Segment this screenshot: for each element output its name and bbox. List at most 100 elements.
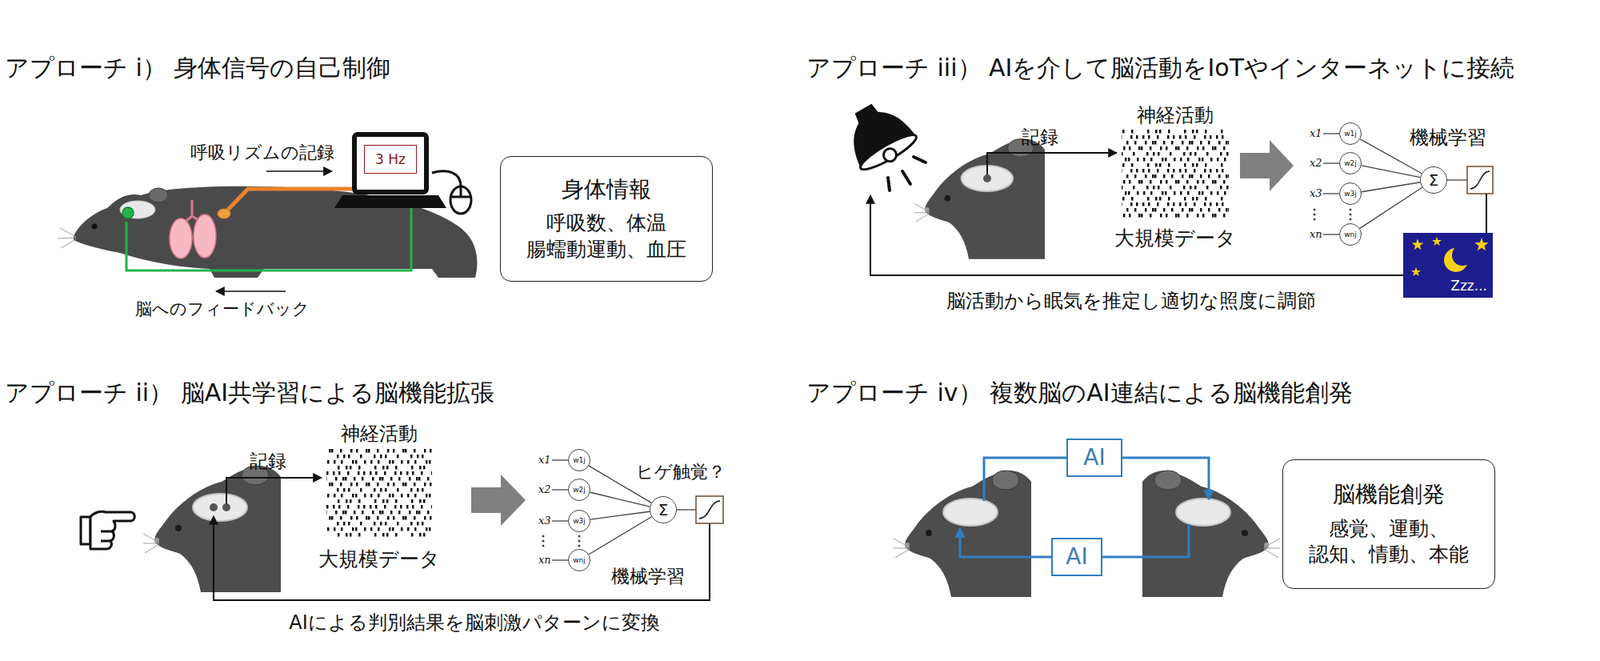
lungs bbox=[169, 200, 216, 259]
block-arrow bbox=[471, 474, 526, 526]
weight-node: w2j bbox=[568, 478, 591, 501]
info-box: 身体情報呼吸数、体温 腸蠕動運動、血圧 bbox=[500, 156, 713, 282]
node-text: wnj bbox=[572, 556, 586, 564]
mouse-silhouette bbox=[73, 186, 477, 278]
input-label: x1 bbox=[1309, 127, 1323, 140]
feedback-wire bbox=[126, 208, 412, 271]
signal-label: 記録 bbox=[249, 450, 287, 473]
feedback-wire bbox=[213, 516, 710, 600]
respiration-sensor bbox=[217, 208, 231, 219]
input-label: x2 bbox=[1309, 156, 1323, 170]
output-line bbox=[1485, 193, 1488, 233]
node-text: wnj bbox=[1344, 231, 1357, 239]
weight-connector bbox=[590, 511, 650, 520]
sum-node: Σ bbox=[649, 496, 677, 524]
mouse-cord bbox=[432, 171, 461, 187]
mouse-head bbox=[914, 139, 1045, 260]
mouse-buttons bbox=[450, 186, 472, 197]
star bbox=[1474, 237, 1488, 251]
weight-node: w3j bbox=[1339, 182, 1362, 205]
moon-shadow bbox=[1452, 244, 1473, 266]
sum-node: Σ bbox=[1420, 166, 1448, 194]
signal-label: 記録 bbox=[1021, 126, 1059, 149]
lamp-opening bbox=[856, 129, 920, 175]
weight-node: w1j bbox=[1339, 122, 1362, 145]
pointing-hand bbox=[80, 511, 135, 549]
mouse-ear bbox=[148, 188, 168, 203]
weight-connector bbox=[588, 516, 652, 555]
panel-title: アプローチ ii） 脳AI共学習による脳機能拡張 bbox=[4, 378, 495, 408]
link-wire bbox=[984, 457, 1067, 501]
lamp bbox=[835, 92, 926, 191]
mouse-brain bbox=[120, 200, 156, 219]
sigmoid-box bbox=[1467, 166, 1493, 194]
electrode bbox=[222, 503, 231, 512]
weight-node: w3j bbox=[568, 509, 591, 532]
mouse-head bbox=[143, 465, 281, 592]
signal-label: 脳へのフィードバック bbox=[135, 299, 310, 320]
link-wire bbox=[1122, 457, 1209, 500]
laptop-base bbox=[334, 195, 447, 208]
whiskers bbox=[57, 228, 76, 248]
weight-connector bbox=[590, 492, 651, 507]
node-text: 脳機能創発 bbox=[1332, 480, 1445, 509]
light-rays bbox=[888, 156, 926, 191]
night-panel bbox=[1403, 232, 1493, 298]
input-label: x1 bbox=[538, 453, 552, 467]
record-wire bbox=[226, 477, 322, 508]
output-line bbox=[1447, 179, 1468, 180]
electrode bbox=[209, 503, 218, 512]
node-text: AI bbox=[1065, 542, 1088, 572]
weight-node: wnj bbox=[568, 548, 591, 572]
weight-node: w1j bbox=[568, 448, 591, 472]
lamp-bulb bbox=[881, 146, 900, 164]
sleep-panel: Zzz... bbox=[1403, 232, 1493, 298]
node-text: w2j bbox=[1344, 160, 1357, 168]
raster-label: 神経活動 bbox=[1136, 104, 1214, 128]
laptop-screen bbox=[354, 134, 427, 192]
node-text: w3j bbox=[1344, 190, 1357, 198]
input-label: x3 bbox=[538, 514, 552, 528]
flow-arrow bbox=[266, 170, 332, 172]
input-label: x3 bbox=[1309, 187, 1323, 200]
loop-caption: AIによる判別結果を脳刺激パターンに変換 bbox=[288, 611, 660, 635]
model-label: 機械学習 bbox=[611, 565, 685, 588]
ai-box: AI bbox=[1066, 438, 1123, 477]
raster-label: 大規模データ bbox=[318, 547, 440, 572]
record-wire bbox=[987, 152, 1117, 179]
input-label: x2 bbox=[538, 483, 552, 496]
link-wire bbox=[960, 528, 1052, 557]
weight-connector bbox=[1361, 182, 1420, 192]
ai-box: AI bbox=[1051, 537, 1103, 576]
loop-caption: 脳活動から眠気を推定し適切な照度に調節 bbox=[946, 289, 1316, 313]
mouse-device bbox=[450, 186, 472, 214]
feedback-wire bbox=[870, 195, 1404, 276]
input-label: xn bbox=[1309, 228, 1323, 241]
weight-connector bbox=[1361, 165, 1421, 178]
star bbox=[1411, 267, 1421, 276]
node-text: w2j bbox=[572, 486, 586, 494]
node-text: AI bbox=[1083, 443, 1105, 472]
spike-raster bbox=[326, 448, 432, 538]
function-box: 脳機能創発感覚、運動、 認知、情動、本能 bbox=[1282, 459, 1496, 589]
node-text: w3j bbox=[572, 517, 586, 525]
signal-label: 呼吸リズムの記録 bbox=[190, 142, 335, 164]
mouse-head bbox=[1142, 470, 1280, 597]
screen-readout: 3 Hz bbox=[364, 144, 417, 174]
node-text: Zzz... bbox=[1450, 276, 1488, 295]
star bbox=[1412, 238, 1424, 250]
node-text: Σ bbox=[658, 501, 669, 518]
node-text: 呼吸数、体温 腸蠕動運動、血圧 bbox=[521, 210, 692, 263]
output-label: ヒゲ触覚？ bbox=[636, 461, 726, 483]
input-lines bbox=[1323, 133, 1340, 235]
brain-electrode bbox=[122, 207, 134, 219]
node-text: w1j bbox=[572, 456, 586, 464]
link-wire bbox=[1102, 524, 1189, 557]
node-text: w1j bbox=[1344, 130, 1357, 138]
electrode bbox=[983, 174, 992, 183]
node-text: 感覚、運動、 認知、情動、本能 bbox=[1304, 516, 1474, 568]
raster-label: 神経活動 bbox=[340, 422, 418, 446]
mouse-eye bbox=[92, 224, 98, 230]
raster-label: 大規模データ bbox=[1114, 226, 1236, 251]
input-lines bbox=[552, 460, 568, 560]
